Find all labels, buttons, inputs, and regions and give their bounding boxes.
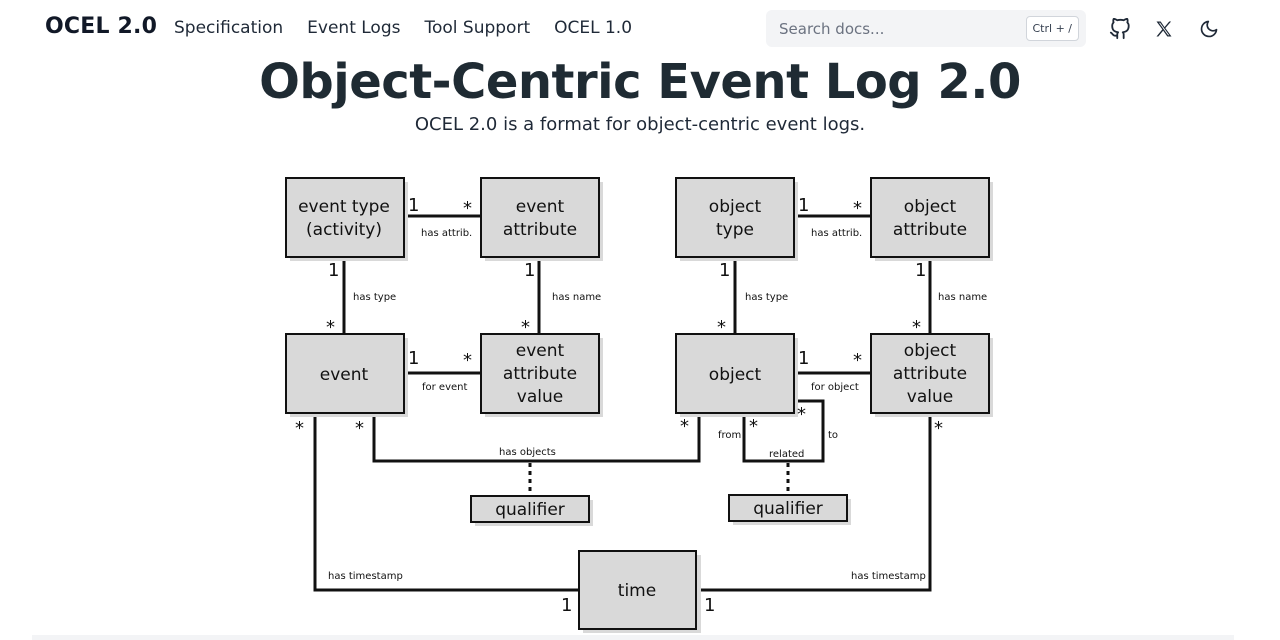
diagram-lines: [313, 214, 932, 592]
navbar: OCEL 2.0 Specification Event Logs Tool S…: [0, 0, 1280, 58]
mult-many: *: [717, 317, 726, 338]
mult-1: 1: [704, 595, 715, 616]
mult-1: 1: [328, 260, 339, 281]
mult-1: 1: [798, 348, 809, 369]
mult-many: *: [912, 317, 921, 338]
box-event-type-label-1: event type: [298, 197, 390, 217]
box-event-type: event type (activity): [285, 177, 408, 261]
mult-many: *: [749, 416, 758, 437]
box-event-attribute-value-label-2: attribute: [503, 364, 577, 384]
box-qualifier-left-label: qualifier: [495, 500, 565, 520]
box-object-attribute: object attribute: [870, 177, 993, 261]
rel-event-attr-has-name: has name: [552, 292, 601, 303]
mult-1: 1: [719, 260, 730, 281]
mult-many: *: [355, 418, 364, 439]
box-object-type-label-1: object: [709, 197, 762, 217]
mult-1: 1: [915, 260, 926, 281]
box-event-type-label-2: (activity): [306, 220, 382, 240]
content-divider: [32, 635, 1234, 640]
box-event-attribute-value-label-1: event: [516, 341, 565, 361]
nav-link-specification[interactable]: Specification: [174, 18, 284, 38]
github-icon[interactable]: [1108, 17, 1132, 41]
rel-has-objects: has objects: [499, 447, 556, 458]
rel-related: related: [769, 449, 804, 460]
moon-icon[interactable]: [1197, 17, 1221, 41]
page-subtitle: OCEL 2.0 is a format for object-centric …: [414, 114, 866, 135]
nav-link-tool-support[interactable]: Tool Support: [424, 18, 531, 38]
rel-from: from: [718, 430, 741, 441]
mult-many: *: [853, 198, 862, 219]
mult-many: *: [853, 350, 862, 371]
rel-object-has-type: has type: [745, 292, 788, 303]
box-object-attribute-value-label-3: value: [907, 387, 953, 407]
mult-many: *: [326, 317, 335, 338]
box-object-attribute-label-2: attribute: [893, 220, 967, 240]
mult-1: 1: [408, 195, 419, 216]
box-object: object: [675, 333, 798, 417]
mult-many: *: [521, 317, 530, 338]
box-event-attribute-value: event attribute value: [480, 333, 603, 417]
rel-event-has-attrib: has attrib.: [421, 228, 472, 239]
line-event-time: [313, 412, 579, 592]
multiplicities: 1 * 1 * 1 * 1 * 1 * 1 * 1 * 1 * * * * * …: [295, 195, 943, 616]
box-event: event: [285, 333, 408, 417]
box-object-attribute-label-1: object: [904, 197, 957, 217]
box-object-attribute-value-label-1: object: [904, 341, 957, 361]
box-object-label: object: [709, 365, 762, 385]
box-object-attribute-value-label-2: attribute: [893, 364, 967, 384]
rel-to: to: [828, 430, 838, 441]
search-box[interactable]: Ctrl + /: [766, 10, 1086, 47]
rel-object-attr-has-name: has name: [938, 292, 987, 303]
box-event-attribute-label-1: event: [516, 197, 565, 217]
mult-1: 1: [798, 195, 809, 216]
line-has-objects: [372, 412, 701, 463]
mult-many: *: [797, 404, 806, 425]
box-event-attribute: event attribute: [480, 177, 603, 261]
nav-link-event-logs[interactable]: Event Logs: [307, 18, 401, 38]
box-time-label: time: [618, 581, 656, 601]
box-event-attribute-label-2: attribute: [503, 220, 577, 240]
nav-links: Specification Event Logs Tool Support OC…: [174, 18, 632, 38]
box-qualifier-left: qualifier: [470, 495, 593, 526]
box-object-type: object type: [675, 177, 798, 261]
page-title: Object-Centric Event Log 2.0: [259, 54, 1021, 110]
mult-1: 1: [561, 595, 572, 616]
box-qualifier-right: qualifier: [728, 494, 851, 525]
nav-link-ocel-1[interactable]: OCEL 1.0: [554, 18, 633, 38]
line-object-related: [742, 399, 825, 463]
rel-object-has-timestamp: has timestamp: [851, 571, 926, 582]
mult-many: *: [463, 350, 472, 371]
line-object-time: [696, 412, 932, 592]
mult-many: *: [295, 418, 304, 439]
search-shortcut-hint: Ctrl + /: [1025, 16, 1079, 41]
rel-event-has-type: has type: [353, 292, 396, 303]
box-qualifier-right-label: qualifier: [753, 499, 823, 519]
mult-many: *: [680, 416, 689, 437]
rel-event-has-timestamp: has timestamp: [328, 571, 403, 582]
box-object-type-label-2: type: [716, 220, 754, 240]
box-event-attribute-value-label-3: value: [517, 387, 563, 407]
rel-for-event: for event: [422, 382, 467, 393]
site-logo[interactable]: OCEL 2.0: [45, 14, 158, 39]
relation-labels: has attrib. has attrib. has type has nam…: [328, 228, 987, 582]
mult-many: *: [934, 418, 943, 439]
x-icon[interactable]: [1152, 17, 1176, 41]
mult-1: 1: [408, 348, 419, 369]
rel-for-object: for object: [811, 382, 859, 393]
mult-many: *: [463, 198, 472, 219]
box-time: time: [578, 550, 701, 633]
box-object-attribute-value: object attribute value: [870, 333, 993, 417]
mult-1: 1: [524, 260, 535, 281]
box-event-label: event: [320, 365, 369, 385]
rel-object-has-attrib: has attrib.: [811, 228, 862, 239]
